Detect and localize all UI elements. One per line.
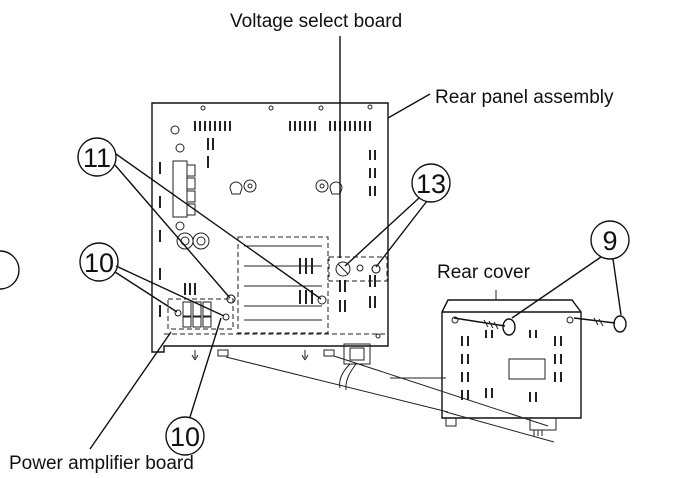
screw-11-left (226, 294, 236, 304)
callout-13: 13 (344, 163, 451, 268)
power-amplifier-board (167, 294, 236, 330)
callout-10-upper: 10 (79, 242, 225, 317)
partial-callout-edge (0, 250, 20, 290)
rear-panel-holes (170, 104, 381, 339)
panel-bottom (164, 333, 388, 361)
screw-13 (371, 264, 381, 274)
callout-9: 9 (511, 220, 630, 319)
inner-board-area (237, 236, 329, 334)
callout-10-upper-number: 10 (84, 248, 114, 278)
hanging-slot-left (229, 179, 257, 195)
callout-10-lower: 10 (165, 317, 222, 456)
assembly-guide-lines (225, 355, 555, 443)
screw-right (573, 315, 627, 333)
rear-cover (441, 290, 582, 436)
callout-13-number: 13 (416, 169, 446, 199)
hanging-slot-right (315, 179, 343, 195)
rear-panel-assembly (151, 102, 389, 391)
leader-rear-panel-assembly (387, 93, 431, 119)
label-rear-panel-assembly: Rear panel assembly (435, 87, 614, 108)
label-rear-cover: Rear cover (437, 262, 531, 283)
connector-block (172, 143, 196, 231)
callout-9-number: 9 (602, 226, 617, 256)
screw-11-right (317, 295, 327, 305)
callout-11-number: 11 (83, 143, 111, 173)
callout-11: 11 (77, 137, 322, 300)
screw-left (453, 317, 516, 336)
rear-panel-vents (159, 121, 376, 317)
ac-inlet (339, 343, 371, 391)
label-power-amplifier-board: Power amplifier board (9, 453, 194, 474)
leader-power-amplifier-board (89, 331, 172, 450)
round-jacks (176, 232, 210, 250)
voltage-select-board (328, 256, 388, 282)
callout-10-lower-number: 10 (170, 422, 200, 452)
label-voltage-select-board: Voltage select board (230, 11, 402, 32)
